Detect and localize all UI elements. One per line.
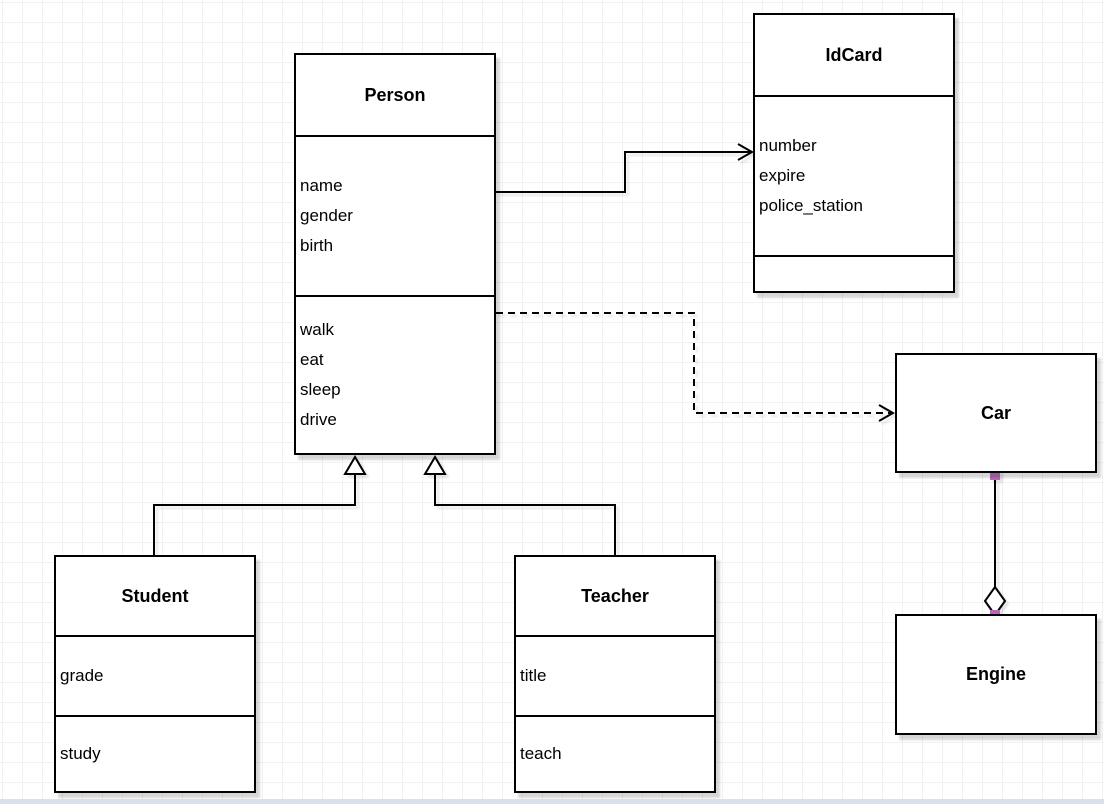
class-attribute: name	[300, 176, 343, 195]
class-method: eat	[300, 350, 324, 369]
window-bottom-edge	[0, 799, 1104, 804]
dependency-line[interactable]	[496, 312, 891, 414]
association-person-idcard[interactable]	[496, 143, 755, 193]
class-attribute: police_station	[759, 196, 863, 215]
methods-section: walk eat sleep drive	[296, 295, 494, 453]
class-engine[interactable]: Engine	[895, 614, 1097, 735]
generalization-triangle-icon	[423, 455, 447, 475]
attributes-section: number expire police_station	[755, 95, 953, 255]
edge-endpoint-handle[interactable]	[990, 470, 1000, 480]
class-person[interactable]: Person name gender birth walk eat sleep …	[294, 53, 496, 455]
class-idcard[interactable]: IdCard number expire police_station	[753, 13, 955, 293]
class-title: Person	[364, 84, 426, 105]
class-student[interactable]: Student grade study	[54, 555, 256, 793]
class-title: Car	[980, 402, 1011, 423]
class-method: drive	[300, 410, 337, 429]
class-title: Student	[121, 585, 189, 606]
open-arrowhead-icon	[878, 404, 896, 422]
generalization-line[interactable]	[434, 474, 616, 555]
open-arrowhead-icon	[737, 143, 755, 161]
attributes-section: name gender birth	[296, 135, 494, 295]
generalization-line[interactable]	[153, 474, 356, 555]
aggregation-car-engine[interactable]	[983, 470, 1007, 620]
methods-section: study	[56, 715, 254, 791]
class-title: Engine	[965, 664, 1026, 684]
class-attribute: gender	[300, 206, 353, 225]
class-method: walk	[300, 320, 335, 339]
class-attribute: expire	[759, 166, 806, 185]
class-method: teach	[520, 744, 562, 763]
generalization-student-person[interactable]	[153, 455, 367, 555]
class-teacher[interactable]: Teacher title teach	[514, 555, 716, 793]
class-car[interactable]: Car	[895, 353, 1097, 473]
class-method: sleep	[300, 380, 341, 399]
class-attribute: grade	[60, 666, 104, 685]
class-method: study	[60, 744, 101, 763]
class-attribute: birth	[300, 236, 334, 255]
class-title: Teacher	[581, 585, 649, 606]
generalization-triangle-icon	[343, 455, 367, 475]
dependency-person-car[interactable]	[496, 312, 896, 422]
class-attribute: number	[759, 136, 817, 155]
attributes-section: title	[516, 635, 714, 715]
association-line[interactable]	[496, 151, 751, 193]
class-title: IdCard	[825, 44, 883, 65]
methods-section: teach	[516, 715, 714, 791]
class-attribute: title	[520, 666, 547, 685]
attributes-section: grade	[56, 635, 254, 715]
methods-section-empty	[755, 255, 953, 291]
generalization-teacher-person[interactable]	[423, 455, 616, 555]
